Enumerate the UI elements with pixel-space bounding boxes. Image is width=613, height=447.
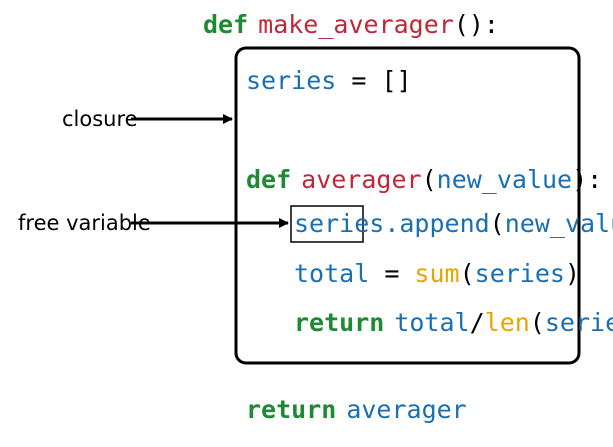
keyword-def: def [246, 165, 291, 194]
builtin-len: len [485, 308, 530, 337]
code-line-def-make-averager: def make_averager(): [203, 10, 499, 39]
total-assign: = [369, 259, 414, 288]
free-variable-series: series [294, 209, 384, 238]
inner-close-paren: ): [572, 165, 602, 194]
code-line-def-averager: def averager(new_value): [246, 165, 602, 194]
function-name-averager: averager [301, 165, 421, 194]
len-open-paren: ( [530, 308, 545, 337]
inner-open-paren: ( [422, 165, 437, 194]
code-line-total: total = sum(series) [294, 259, 580, 288]
variable-total: total [294, 259, 369, 288]
free-variable-label: free variable [18, 211, 151, 235]
code-line-return-averager: return averager [246, 395, 467, 424]
sum-open-paren: ( [460, 259, 475, 288]
divide-slash: / [470, 308, 485, 337]
code-line-series-append: series.append(new_value) [294, 209, 613, 238]
append-arg-new-value: new_value [505, 209, 613, 238]
series-assign: = [] [336, 66, 411, 95]
keyword-return: return [246, 395, 336, 424]
function-name-make-averager: make_averager [258, 10, 454, 39]
keyword-return: return [294, 308, 384, 337]
len-arg-series: series [545, 308, 613, 337]
sum-close-paren: ) [565, 259, 580, 288]
variable-series: series [246, 66, 336, 95]
free-variable-highlight-box [290, 205, 364, 243]
return-averager: averager [346, 395, 466, 424]
closure-box [234, 46, 581, 365]
outer-parens: (): [454, 10, 499, 39]
sum-arg-series: series [475, 259, 565, 288]
append-open-paren: ( [490, 209, 505, 238]
param-new-value: new_value [437, 165, 572, 194]
closure-label: closure [62, 107, 138, 131]
builtin-sum: sum [414, 259, 459, 288]
append-method: .append [384, 209, 489, 238]
code-line-series-init: series = [] [246, 66, 412, 95]
keyword-def: def [203, 10, 248, 39]
return-total: total [394, 308, 469, 337]
